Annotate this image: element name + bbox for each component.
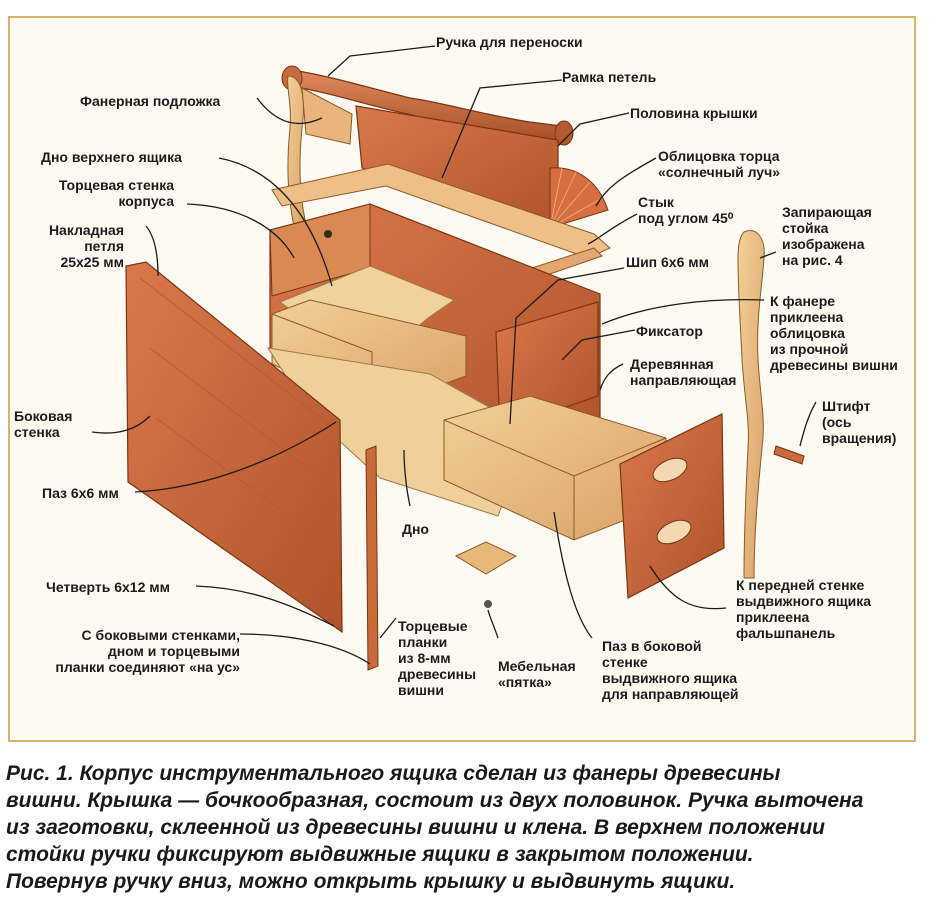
label-hinge-frame: Рамка петель — [562, 69, 657, 85]
label-miter-joint: Стык под углом 45⁰ — [638, 194, 734, 226]
false-panel-hole-bottom — [656, 519, 692, 545]
label-furniture-foot: Мебельная «пятка» — [498, 658, 576, 690]
label-tenon: Шип 6x6 мм — [626, 254, 709, 270]
plywood-backing-shape — [301, 87, 353, 145]
label-upper-drawer-bottom: Дно верхнего ящика — [41, 149, 182, 165]
bolt-dot — [324, 230, 332, 238]
label-groove: Паз 6x6 мм — [42, 485, 119, 501]
label-carry-handle: Ручка для переноски — [436, 34, 583, 50]
label-false-panel: К передней стенке выдвижного ящика прикл… — [736, 577, 872, 641]
label-side-wall: Боковая стенка — [14, 408, 73, 440]
false-panel-hole-top — [652, 457, 688, 483]
label-end-strips: Торцевые планки из 8-мм древесины вишни — [398, 618, 477, 698]
label-lid-half: Половина крышки — [630, 105, 758, 121]
label-bottom: Дно — [402, 521, 429, 537]
label-lock-post: Запирающая стойка изображена на рис. 4 — [782, 204, 872, 268]
label-pin: Штифт (ось вращения) — [822, 398, 897, 446]
side-wall-shape — [125, 261, 343, 634]
label-drawer-groove: Паз в боковой стенке выдвижного ящика дл… — [602, 638, 739, 702]
label-rabbet: Четверть 6x12 мм — [46, 579, 170, 595]
label-case-end-wall: Торцевая стенка корпуса — [58, 177, 174, 209]
label-miter-note: С боковыми стенками, дном и торцевыми пл… — [55, 627, 240, 675]
label-glued-facing: К фанере приклеена облицовка из прочной … — [770, 293, 898, 373]
label-latch: Фиксатор — [636, 323, 703, 339]
exploded-view-drawing — [91, 45, 817, 671]
lock-post-shape — [737, 230, 765, 579]
label-plywood-backing: Фанерная подложка — [80, 93, 221, 109]
label-wood-runner: Деревянная направляющая — [630, 356, 737, 388]
false-panel-shape — [619, 413, 725, 599]
diagram-frame: Ручка для переноски Рамка петель Фанерна… — [8, 16, 916, 742]
label-sunray-facing: Облицовка торца «солнечный луч» — [658, 148, 781, 180]
end-strip-shape — [365, 445, 379, 671]
furniture-foot-shape — [454, 541, 518, 575]
screw-shape — [484, 600, 492, 608]
leader-lines — [91, 45, 817, 665]
sunray-facing-shape — [549, 167, 609, 229]
figure-caption: Рис. 1. Корпус инструментального ящика с… — [6, 762, 864, 893]
pin-shape — [773, 445, 805, 465]
label-overlay-hinge: Накладная петля 25x25 мм — [48, 222, 124, 270]
